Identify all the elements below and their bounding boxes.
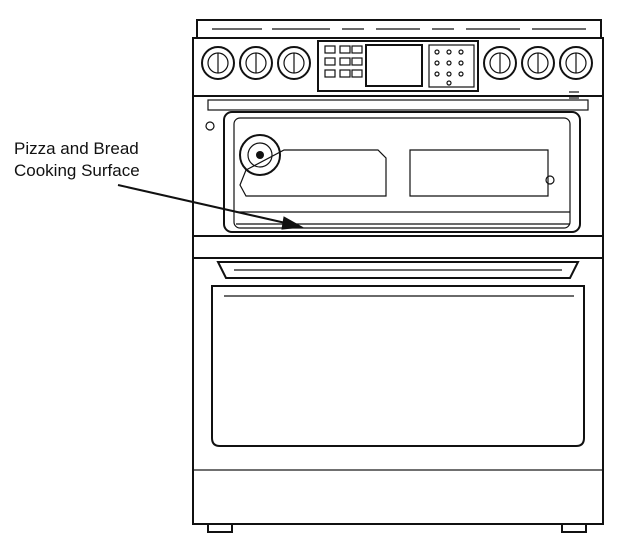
lower-oven (192, 257, 604, 525)
knob-icon[interactable] (201, 46, 235, 80)
arrow-icon (117, 184, 304, 230)
upper-oven (192, 95, 604, 237)
callout-label: Pizza and Bread Cooking Surface (14, 138, 140, 182)
knob-icon[interactable] (483, 46, 517, 80)
control-panel (192, 37, 604, 99)
callout-line-2: Cooking Surface (14, 161, 140, 180)
knob-icon[interactable] (277, 46, 311, 80)
knob-icon[interactable] (521, 46, 555, 80)
callout-line-1: Pizza and Bread (14, 139, 139, 158)
knob-icon[interactable] (559, 46, 593, 80)
knob-icon[interactable] (239, 46, 273, 80)
convection-fan (239, 134, 281, 176)
feet (207, 523, 587, 533)
cooktop (196, 19, 602, 39)
touch-controls (317, 40, 479, 92)
